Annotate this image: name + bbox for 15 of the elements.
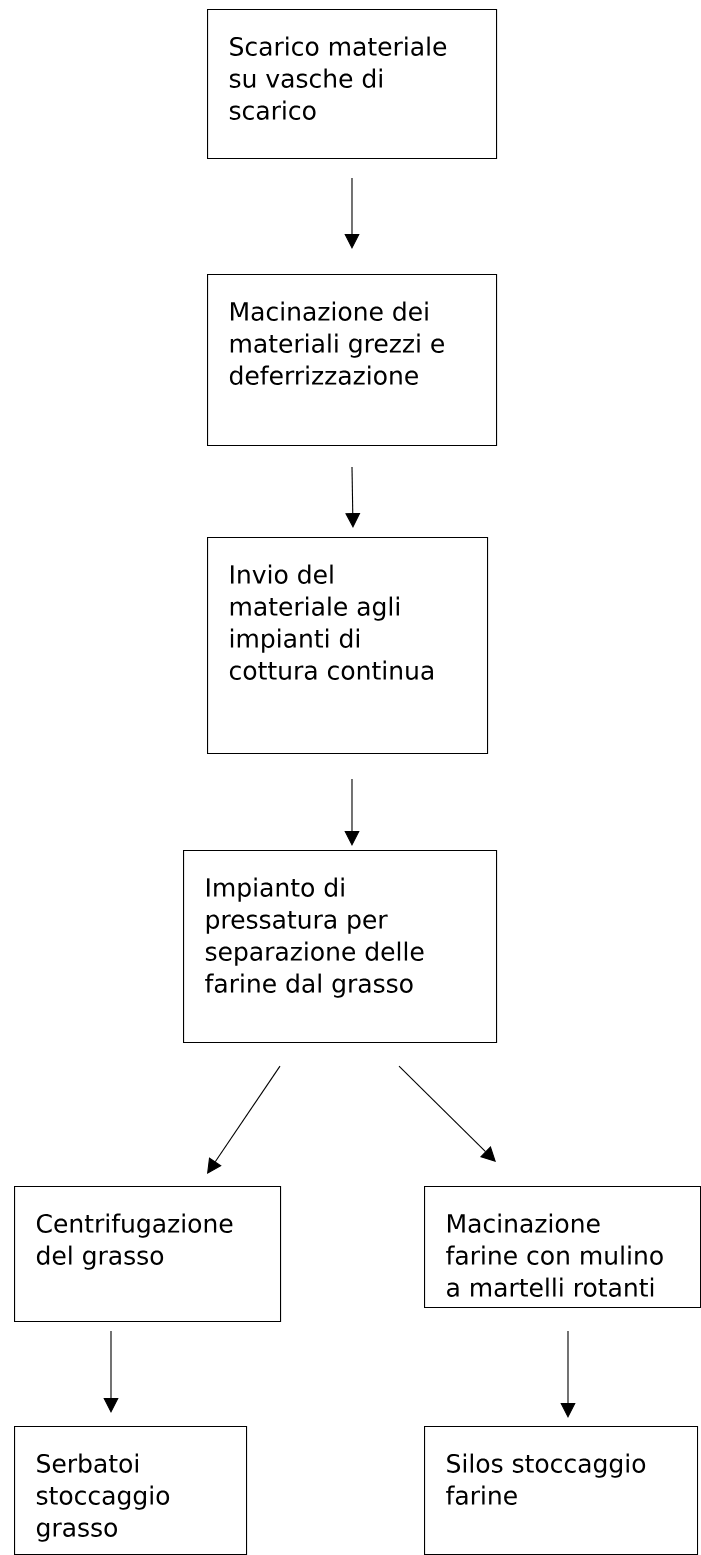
arrow [344,778,360,846]
process-box: Silos stoccaggio farine [424,1426,699,1555]
arrow [344,177,360,249]
arrow [560,1330,576,1418]
process-box: Serbatoi stoccaggio grasso [14,1426,248,1555]
arrow [398,1065,496,1162]
process-box: Macinazione farine con mulino a martelli rotanti [424,1186,701,1309]
arrow [103,1330,119,1413]
process-box: Scarico materiale su vasche di scarico [207,9,498,160]
arrow [345,466,361,528]
process-box: Invio del materiale agli impianti di cottura continua [207,537,489,755]
arrow [207,1065,281,1174]
process-box: Impianto di pressatura per separazione delle farine dal grasso [183,850,498,1044]
process-box: Macinazione dei materiali grezzi e deferrizzazione [207,274,498,447]
process-box: Centrifugazione del grasso [14,1186,282,1323]
